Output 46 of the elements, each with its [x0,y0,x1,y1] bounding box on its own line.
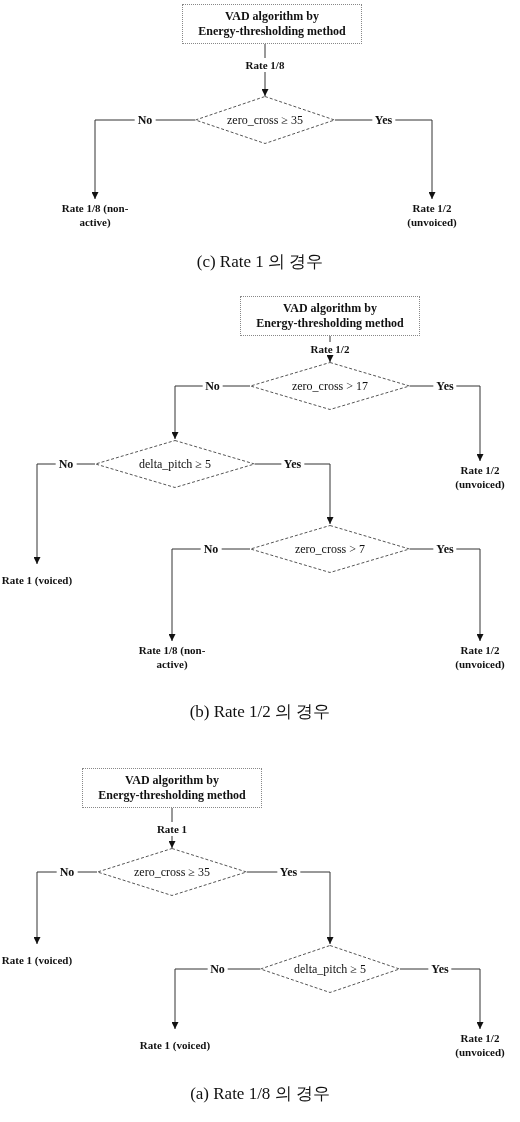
outcome-text: Rate 1 (voiced) [139,1030,211,1060]
connector-line [264,43,266,59]
condition-text: delta_pitch ≥ 5 [139,456,211,472]
arrow [168,835,176,849]
input-rate-text: Rate 1/2 [300,342,360,356]
arrow [246,871,334,945]
condition-text: zero_cross ≥ 35 [227,112,303,128]
outcome-text: Rate 1 (voiced) [1,565,73,595]
arrow [261,71,269,97]
decision-diamond [260,945,400,993]
decision-diamond [95,440,255,488]
outcome-text: Rate 1/8 (non-active) [59,200,131,230]
decision-diamond [97,848,247,896]
arrow [399,968,484,1030]
input-rate-text: Rate 1 [142,822,202,836]
outcome-text: Rate 1/2 (unvoiced) [444,642,516,672]
arrow [171,385,251,440]
outcome-text: Rate 1/2 (unvoiced) [396,200,468,230]
decision-diamond [250,525,410,573]
source-box: VAD algorithm by Energy-thresholding method [240,296,420,336]
condition-text: delta_pitch ≥ 5 [294,961,366,977]
source-box: VAD algorithm by Energy-thresholding method [82,768,262,808]
arrow [171,968,261,1030]
figure-caption: (c) Rate 1 의 경우 [195,251,325,273]
condition-text: zero_cross ≥ 35 [134,864,210,880]
arrow [334,119,436,200]
outcome-text: Rate 1/8 (non-active) [136,642,208,672]
source-box: VAD algorithm by Energy-thresholding method [182,4,362,44]
outcome-text: Rate 1/2 (unvoiced) [444,1030,516,1060]
arrow [33,463,96,565]
outcome-text: Rate 1 (voiced) [1,945,73,975]
condition-text: zero_cross > 17 [291,378,369,394]
connector-line [329,335,331,343]
figure-caption: (b) Rate 1/2 의 경우 [188,701,332,723]
arrow [168,548,251,642]
arrow [326,355,334,363]
connector-line [171,807,173,823]
figure-caption: (a) Rate 1/8 의 경우 [189,1083,331,1105]
outcome-text: Rate 1/2 (unvoiced) [444,462,516,492]
arrow [91,119,196,200]
decision-diamond [250,362,410,410]
condition-text: zero_cross > 7 [294,541,366,557]
arrow [409,548,484,642]
input-rate-text: Rate 1/8 [235,58,295,72]
arrow [409,385,484,462]
decision-diamond [195,96,335,144]
